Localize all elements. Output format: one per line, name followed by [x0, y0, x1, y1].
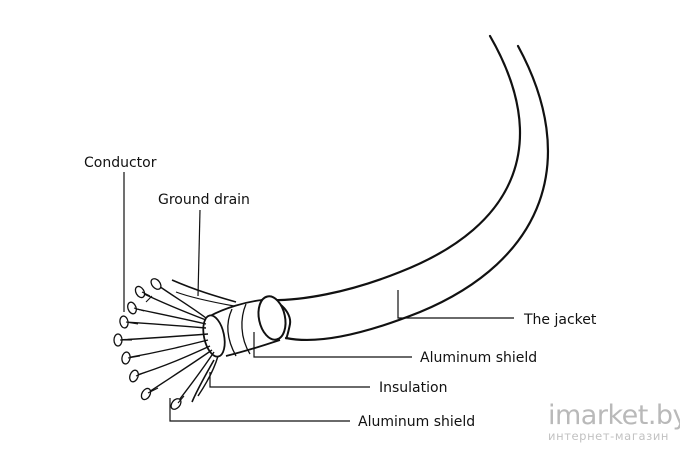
conductor-insulation-sleeves [120, 291, 185, 404]
ground-drain-wire [171, 279, 237, 303]
label-ground-drain: Ground drain [158, 192, 250, 208]
leader-jacket [397, 290, 514, 319]
leader-aluminum-shield-outer [253, 332, 412, 358]
jacket-end-ellipse [257, 295, 287, 341]
insulated-wire [191, 359, 215, 403]
leader-ground-drain [197, 209, 201, 297]
leader-insulation [209, 372, 370, 388]
ground-drain-wire-2 [175, 291, 235, 307]
label-conductor: Conductor [84, 155, 157, 171]
label-insulation: Insulation [379, 380, 447, 396]
label-aluminum-shield-outer: Aluminum shield [420, 350, 537, 366]
cable-jacket [260, 34, 549, 341]
watermark-tagline: интернет-магазин [548, 429, 669, 443]
leader-lines [123, 172, 514, 422]
leader-aluminum-shield-inner [169, 398, 350, 422]
label-jacket: The jacket [523, 312, 597, 328]
label-aluminum-shield-inner: Aluminum shield [358, 414, 475, 430]
watermark-brand: imarket.by [548, 400, 680, 431]
conductor-ends [113, 278, 182, 410]
conductor-bundle [117, 283, 219, 405]
